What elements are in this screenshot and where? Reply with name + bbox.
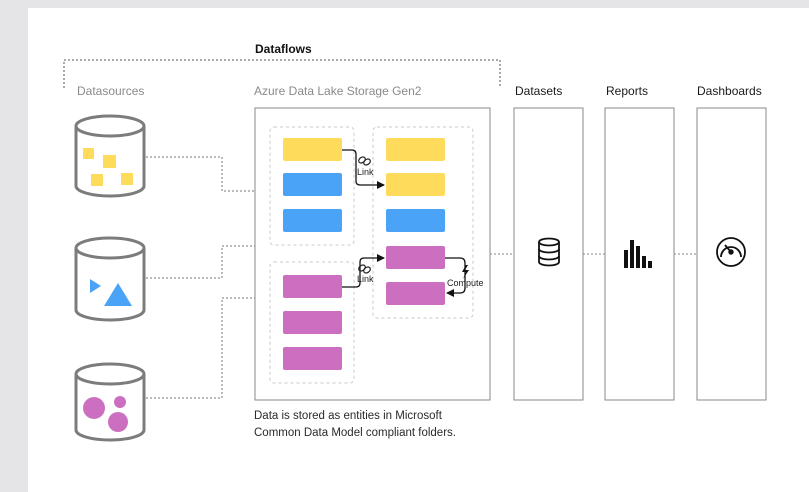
link-icon <box>358 264 371 274</box>
entity-blue-3 <box>386 209 445 232</box>
storage-label: Azure Data Lake Storage Gen2 <box>254 84 422 98</box>
source-connectors <box>146 156 255 399</box>
datasets-label: Datasets <box>515 84 563 98</box>
entity-magenta-3 <box>283 347 342 370</box>
entity-magenta-1 <box>283 275 342 298</box>
bar-chart-icon <box>624 240 652 268</box>
entity-yellow-3 <box>386 173 445 196</box>
datasets-box <box>513 107 584 401</box>
entity-magenta-4 <box>386 246 445 269</box>
compute-label: Compute <box>447 278 484 288</box>
entity-magenta-2 <box>283 311 342 334</box>
diagram-title: Dataflows <box>255 42 312 56</box>
entity-blue-2 <box>283 209 342 232</box>
entity-group-bottom <box>269 261 355 384</box>
lightning-icon <box>462 265 469 279</box>
gauge-icon <box>716 237 746 267</box>
datasource-magenta <box>74 362 146 442</box>
datasources-label: Datasources <box>77 84 145 98</box>
entity-magenta-5 <box>386 282 445 305</box>
link-label-bottom: Link <box>357 274 374 284</box>
entity-group-right <box>372 126 474 319</box>
reports-label: Reports <box>606 84 649 98</box>
entity-yellow-1 <box>283 138 342 161</box>
datasource-yellow <box>74 114 146 198</box>
link-arrow-top <box>342 149 385 189</box>
entity-group-top <box>269 126 355 246</box>
storage-note-line-2: Common Data Model compliant folders. <box>254 427 456 439</box>
datasource-blue <box>74 236 146 322</box>
dataflows-bracket <box>63 59 501 88</box>
storage-note: Data is stored as entities in Microsoft … <box>254 408 456 442</box>
link-label-top: Link <box>357 167 374 177</box>
storage-note-line-1: Data is stored as entities in Microsoft <box>254 410 442 422</box>
link-icon <box>358 156 371 166</box>
entity-blue-1 <box>283 173 342 196</box>
dashboards-label: Dashboards <box>697 84 762 98</box>
database-icon <box>538 237 560 267</box>
link-arrow-bottom <box>342 254 385 288</box>
entity-yellow-2 <box>386 138 445 161</box>
